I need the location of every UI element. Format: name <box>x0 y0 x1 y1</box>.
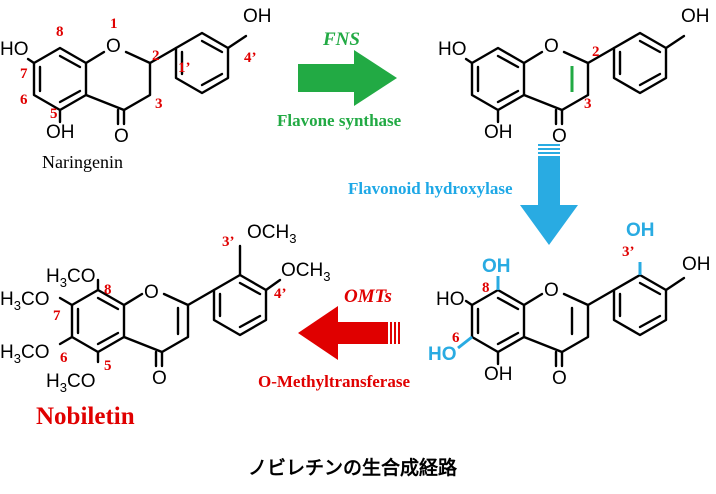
nobiletin-num6: 6 <box>60 350 68 366</box>
hydroxylase-arrow <box>520 144 578 245</box>
nobiletin-num5: 5 <box>104 358 112 374</box>
hydroxyflavone-num6: 6 <box>452 330 460 346</box>
hydroxyflavone-ho7: HO <box>436 289 465 310</box>
apigenin-num3: 3 <box>584 96 592 112</box>
naringenin-structure <box>26 31 248 126</box>
nobiletin-label: Nobiletin <box>36 403 135 430</box>
nobiletin-h3co5: H3CO <box>46 371 95 395</box>
nobiletin-o4: O <box>152 368 167 389</box>
hydroxyflavone-num8: 8 <box>482 280 490 296</box>
hydroxyflavone-oh8: OH <box>482 256 511 277</box>
omt-arrow <box>298 306 400 360</box>
apigenin-o4: O <box>552 126 567 147</box>
fns-name: Flavone synthase <box>277 111 402 130</box>
naringenin-o4: O <box>114 126 129 147</box>
nobiletin-num7: 7 <box>53 308 61 324</box>
naringenin-num2: 2 <box>152 48 160 64</box>
naringenin-num6: 6 <box>20 92 28 108</box>
nobiletin-num4p: 4’ <box>274 286 287 302</box>
hydroxyflavone-oh3p: OH <box>626 220 655 241</box>
naringenin-ho7: HO <box>0 39 29 60</box>
naringenin-oh5: OH <box>46 122 75 143</box>
nobiletin-h3co8: H3CO <box>46 266 95 290</box>
apigenin-oh5: OH <box>484 122 513 143</box>
apigenin-num2: 2 <box>592 44 600 60</box>
hydroxylase-name: Flavonoid hydroxylase <box>348 179 513 198</box>
nobiletin-o1: O <box>144 282 159 303</box>
naringenin-num1p: 1’ <box>178 60 191 76</box>
nobiletin-och3-3p: OCH3 <box>247 222 296 246</box>
apigenin-structure <box>464 31 686 126</box>
hydroxyflavone-o4: O <box>552 368 567 389</box>
naringenin-num4p: 4’ <box>244 50 257 66</box>
naringenin-num7: 7 <box>20 66 28 82</box>
fns-abbr: FNS <box>322 29 360 50</box>
naringenin-num5: 5 <box>50 106 58 122</box>
figure-caption: ノビレチンの生合成経路 <box>248 456 458 479</box>
hydroxyflavone-oh4p: OH <box>682 254 711 275</box>
nobiletin-och3-4p: OCH3 <box>281 260 330 284</box>
nobiletin-structure <box>58 244 282 368</box>
nobiletin-num8: 8 <box>104 282 112 298</box>
naringenin-label: Naringenin <box>42 152 123 172</box>
hydroxyflavone-oh5: OH <box>484 364 513 385</box>
hydroxyflavone-oh6-bond <box>457 335 473 350</box>
hydroxyflavone-ho6: HO <box>428 344 457 365</box>
naringenin-oh4p: OH <box>243 6 272 27</box>
nobiletin-num3p: 3’ <box>222 234 235 250</box>
apigenin-ho7: HO <box>438 39 467 60</box>
naringenin-num1: 1 <box>110 16 118 32</box>
omt-abbr: OMTs <box>344 286 392 307</box>
nobiletin-h3co7: H3CO <box>0 289 49 313</box>
naringenin-num8: 8 <box>56 24 64 40</box>
apigenin-o1: O <box>544 36 559 57</box>
apigenin-oh4p: OH <box>681 6 710 27</box>
omt-name: O-Methyltransferase <box>258 372 410 391</box>
fns-arrow <box>298 50 397 106</box>
nobiletin-h3co6: H3CO <box>0 342 49 366</box>
hydroxyflavone-o1: O <box>544 280 559 301</box>
naringenin-num3: 3 <box>155 96 163 112</box>
naringenin-o1: O <box>106 36 121 57</box>
hydroxyflavone-num3p: 3’ <box>622 244 635 260</box>
